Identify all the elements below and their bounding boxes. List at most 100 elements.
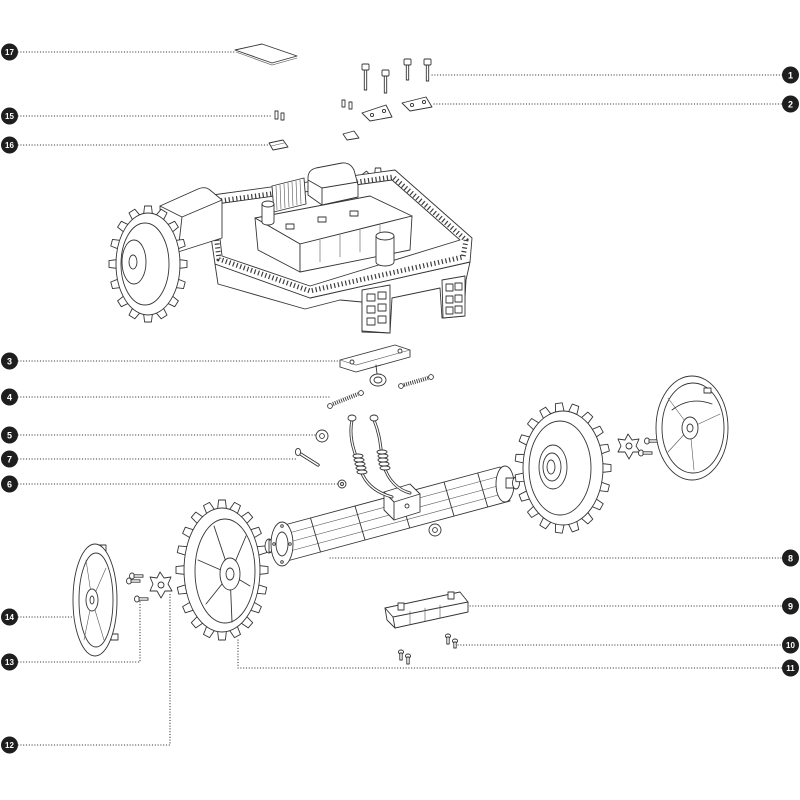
- bracket-plate: [361, 104, 393, 122]
- bolt-shaft-fill: [298, 452, 319, 466]
- bracket-hole: [349, 359, 355, 365]
- callout-number: 3: [7, 357, 12, 367]
- arm-coil: [356, 469, 368, 475]
- callout-badge: [1, 107, 18, 125]
- wheel-hub-ring: [542, 452, 562, 482]
- motor-box: [307, 162, 359, 206]
- part-14-hubcap-left: [72, 543, 119, 657]
- bolt-head: [294, 447, 302, 457]
- callout-13: 13: [1, 653, 18, 671]
- central-housing: [254, 195, 413, 273]
- bolt-head: [361, 63, 370, 71]
- wheel-rim: [120, 222, 170, 306]
- fin-lines: [275, 179, 302, 211]
- leader-12: [17, 593, 171, 746]
- callout-badge: [1, 136, 18, 154]
- screw-shaft: [130, 579, 141, 583]
- post-top: [261, 200, 275, 208]
- clip-edge: [270, 142, 285, 147]
- front-chassis-wheel: [108, 205, 188, 323]
- bracket-edge: [339, 349, 411, 366]
- bracket-stem: [375, 364, 378, 375]
- bolt-shaft: [405, 64, 410, 81]
- post-body: [375, 235, 395, 267]
- callout-badge: [782, 659, 799, 677]
- leader-11: [237, 639, 783, 669]
- callout-1: 1: [782, 66, 799, 84]
- clip: [268, 139, 289, 151]
- part-13-screws: [126, 572, 149, 603]
- housing-side: [299, 215, 413, 273]
- arm-coil: [352, 453, 364, 459]
- washer-inner: [319, 433, 325, 439]
- housing-detail: [349, 210, 359, 217]
- hubcap-tab: [703, 387, 712, 394]
- bolt-head: [403, 58, 412, 66]
- callout-badge: [1, 388, 18, 406]
- bar-lug: [397, 602, 405, 611]
- spring-hook: [398, 383, 404, 389]
- part-4-springs: [327, 374, 434, 409]
- hubcap-spokes: [667, 397, 721, 471]
- callout-badge: [782, 636, 799, 654]
- part-2-brackets: [361, 96, 433, 122]
- hubcap-arc: [671, 400, 713, 411]
- bracket-hole: [409, 102, 415, 108]
- flange-right: [617, 433, 641, 460]
- bar-edge: [392, 616, 396, 629]
- callout-number: 2: [788, 100, 793, 110]
- chassis-leg: [441, 275, 466, 319]
- bolt-head: [381, 69, 390, 77]
- leg-slot: [366, 305, 376, 314]
- leg-slot: [366, 293, 376, 302]
- axle-washer-hole: [432, 527, 438, 533]
- leg-slot: [454, 294, 463, 303]
- chassis-skirt: [214, 261, 471, 334]
- suspension-arm: [347, 414, 394, 499]
- cooling-fins: [271, 177, 307, 213]
- flange-bolt: [272, 542, 276, 546]
- arm-coil: [353, 457, 365, 463]
- part-8-axle-assembly: [264, 414, 520, 567]
- bolt-shaft: [425, 64, 430, 82]
- callout-2: 2: [782, 95, 799, 113]
- flange-hole: [625, 442, 633, 450]
- spring-hook: [327, 403, 333, 409]
- part-10-screws: [397, 633, 459, 665]
- callout-6: 6: [1, 475, 18, 493]
- callout-15: 15: [1, 107, 18, 125]
- chassis-post: [375, 231, 395, 267]
- callout-number: 12: [5, 741, 14, 750]
- flange-bolt: [280, 560, 284, 564]
- part-9-bar: [384, 591, 469, 629]
- axle-flange-inner: [275, 531, 289, 557]
- callout-badge: [1, 426, 18, 444]
- plate-edge: [235, 51, 298, 66]
- leg-slot: [454, 282, 463, 291]
- arm-coil: [354, 461, 366, 467]
- arm-coil: [379, 465, 391, 471]
- leg-slot: [445, 306, 454, 315]
- leader-lines: [17, 51, 783, 746]
- spring-hook: [428, 374, 434, 380]
- arm-coil: [377, 453, 389, 459]
- spring-hook: [358, 390, 364, 396]
- callout-badge: [782, 597, 799, 615]
- callout-badge: [782, 95, 799, 113]
- post-body: [261, 203, 275, 226]
- wheel-hub-center: [546, 459, 556, 475]
- plate-outline: [234, 43, 298, 64]
- leg-slot: [377, 291, 387, 300]
- gearbox-bolt: [404, 503, 410, 509]
- callout-12: 12: [1, 736, 18, 754]
- bar-ribs: [409, 604, 441, 625]
- screw: [348, 101, 353, 110]
- wheel-hub-center: [225, 567, 235, 581]
- callout-number: 11: [786, 664, 795, 673]
- callout-number: 6: [7, 480, 12, 490]
- bolt: [403, 58, 412, 81]
- bolt-shaft: [383, 75, 388, 94]
- arm-coil: [376, 449, 388, 455]
- hubcap-inner: [661, 382, 725, 474]
- arm-coil: [355, 465, 367, 471]
